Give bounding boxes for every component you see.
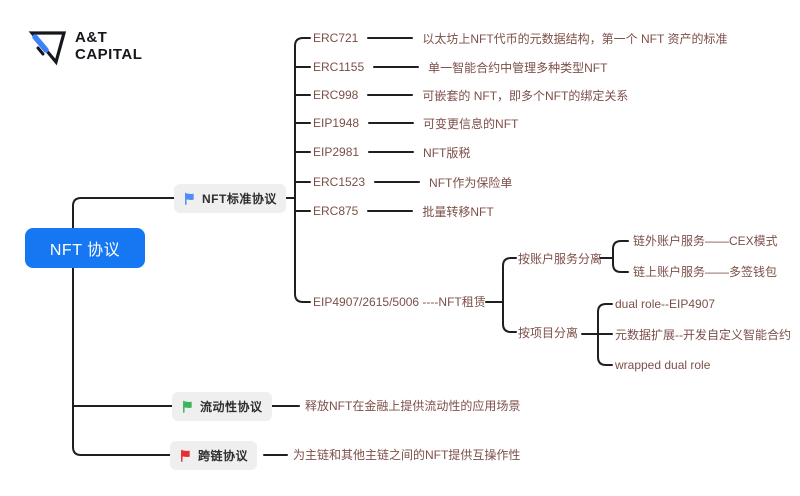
standard-item-eip2981[interactable]: EIP2981 NFT版税 <box>313 143 470 161</box>
standard-label: ERC721 <box>313 31 359 45</box>
branch-label: 跨链协议 <box>198 449 249 463</box>
standard-label: EIP1948 <box>313 116 360 130</box>
branch-label: 流动性协议 <box>200 400 263 414</box>
standard-item-eip1948[interactable]: EIP1948 可变更信息的NFT <box>313 114 518 132</box>
leaf-connector-line <box>373 66 420 68</box>
branch-node-nft-standards[interactable]: NFT标准协议 <box>174 184 286 213</box>
rental-item-dual-role[interactable]: dual role--EIP4907 <box>615 297 716 311</box>
standard-description: 批量转移NFT <box>422 204 494 219</box>
logo-line2: CAPITAL <box>75 46 143 63</box>
flag-icon-blue <box>183 192 196 205</box>
rental-item-wrapped-dual-role[interactable]: wrapped dual role <box>615 358 711 372</box>
rental-group-by-account[interactable]: 按账户服务分离 <box>518 252 603 266</box>
flag-icon-red <box>179 449 192 462</box>
logo-icon <box>28 31 67 66</box>
root-node-nft-protocol[interactable]: NFT 协议 <box>25 228 145 268</box>
rental-item-metadata-extension[interactable]: 元数据扩展--开发自定义智能合约 <box>615 328 791 342</box>
logo: A&T CAPITAL <box>28 26 142 66</box>
standard-item-erc721[interactable]: ERC721 以太坊上NFT代币的元数据结构，第一个 NFT 资产的标准 <box>313 29 727 47</box>
standard-description: 可变更信息的NFT <box>423 116 519 131</box>
standard-label: EIP2981 <box>313 145 360 159</box>
standard-item-erc875[interactable]: ERC875 批量转移NFT <box>313 202 494 220</box>
rental-group-by-project[interactable]: 按项目分离 <box>518 326 579 340</box>
logo-wordmark: A&T CAPITAL <box>75 29 142 63</box>
standard-item-erc1155[interactable]: ERC1155 单一智能合约中管理多种类型NFT <box>313 58 607 76</box>
rental-item-offchain-account[interactable]: 链外账户服务——CEX模式 <box>633 234 778 248</box>
standard-description: NFT版税 <box>423 145 471 160</box>
logo-line1: A&T <box>75 29 108 46</box>
standard-label: ERC1523 <box>313 175 366 189</box>
standard-item-erc998[interactable]: ERC998 可嵌套的 NFT，即多个NFT的绑定关系 <box>313 86 628 104</box>
branch-node-liquidity[interactable]: 流动性协议 <box>172 392 272 421</box>
leaf-connector-line <box>368 122 415 124</box>
branch-label: NFT标准协议 <box>202 192 277 206</box>
leaf-connector-line <box>368 151 415 153</box>
standard-label: ERC1155 <box>313 60 365 74</box>
root-node-label: NFT 协议 <box>49 242 121 259</box>
standard-description: 单一智能合约中管理多种类型NFT <box>428 60 608 75</box>
leaf-connector-line <box>367 37 414 39</box>
branch-node-crosschain[interactable]: 跨链协议 <box>170 441 258 470</box>
standard-label: ERC998 <box>313 88 359 102</box>
standard-description: NFT作为保险单 <box>429 175 513 190</box>
standard-label: ERC875 <box>313 204 359 218</box>
leaf-connector-line <box>367 94 414 96</box>
crosschain-description[interactable]: 为主链和其他主链之间的NFT提供互操作性 <box>293 448 521 462</box>
flag-icon-green <box>181 400 194 413</box>
standard-description: 以太坊上NFT代币的元数据结构，第一个 NFT 资产的标准 <box>422 31 728 46</box>
leaf-connector-line <box>367 210 414 212</box>
rental-item-onchain-account[interactable]: 链上账户服务——多签钱包 <box>633 265 778 279</box>
liquidity-description[interactable]: 释放NFT在金融上提供流动性的应用场景 <box>305 399 521 413</box>
standard-description: 可嵌套的 NFT，即多个NFT的绑定关系 <box>422 88 629 103</box>
standard-item-erc1523[interactable]: ERC1523 NFT作为保险单 <box>313 173 512 191</box>
leaf-connector-line <box>374 181 421 183</box>
standard-item-nft-rental[interactable]: EIP4907/2615/5006 ----NFT租赁 <box>313 295 486 309</box>
